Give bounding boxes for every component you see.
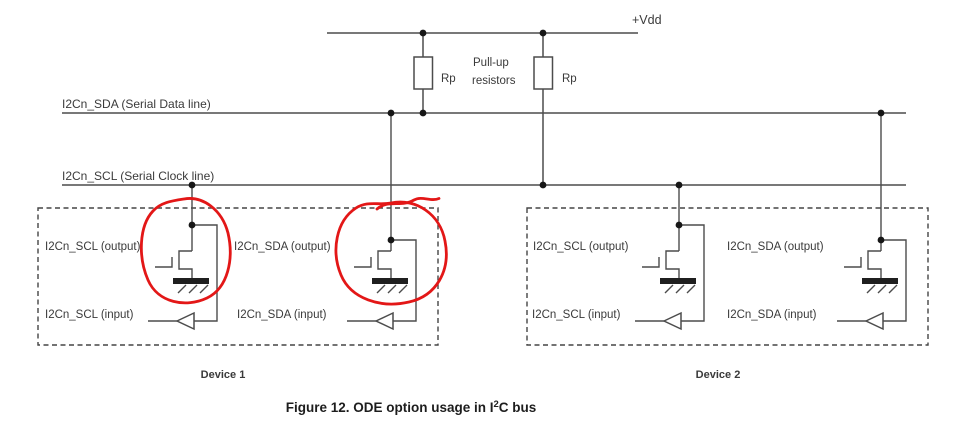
device-2-label: Device 2 bbox=[696, 369, 741, 381]
rp-label-right: Rp bbox=[562, 73, 577, 85]
pullup-caption-line2: resistors bbox=[472, 75, 516, 87]
junction-dots bbox=[188, 29, 885, 244]
junction-dot bbox=[877, 236, 885, 244]
red-annotation-stray-stroke bbox=[375, 196, 441, 211]
junction-dot bbox=[675, 221, 683, 229]
pin-label-sda-output: I2Cn_SDA (output) bbox=[234, 241, 331, 253]
pin-label-scl-input: I2Cn_SCL (input) bbox=[532, 309, 621, 321]
red-circle-annotation-sda-output bbox=[334, 200, 448, 306]
rp-label-left: Rp bbox=[441, 73, 456, 85]
junction-dot bbox=[188, 221, 196, 229]
sda-bus-label: I2Cn_SDA (Serial Data line) bbox=[62, 97, 211, 111]
pullup-caption: Pull-up resistors bbox=[472, 57, 516, 87]
feedback-branch-line bbox=[391, 239, 417, 322]
junction-dot bbox=[539, 181, 547, 189]
scl-bus-group: I2Cn_SCL (Serial Clock line) bbox=[62, 169, 906, 186]
pin-label-sda-output: I2Cn_SDA (output) bbox=[727, 241, 824, 253]
junction-dot bbox=[877, 109, 885, 117]
device-2-sda-output: I2Cn_SDA (output) I2Cn_SDA (input) bbox=[727, 113, 907, 330]
device-1-sda-output: I2Cn_SDA (output) I2Cn_SDA (input) bbox=[234, 113, 417, 330]
pin-label-scl-output: I2Cn_SCL (output) bbox=[45, 241, 141, 253]
pullup-resistor-right: Rp bbox=[533, 33, 577, 185]
input-buffer-icon bbox=[176, 312, 195, 330]
feedback-branch-line bbox=[881, 239, 907, 322]
caption-text-suffix: C bus bbox=[499, 400, 537, 415]
caption-text: Figure 12. ODE option usage in I bbox=[286, 400, 494, 415]
feedback-branch-line bbox=[192, 224, 218, 322]
junction-dot bbox=[675, 181, 683, 189]
pullup-caption-line1: Pull-up bbox=[473, 57, 509, 69]
device-1-box bbox=[37, 207, 439, 346]
device-1-scl-output: I2Cn_SCL (output) I2Cn_SCL (input) bbox=[45, 185, 218, 330]
junction-dot bbox=[188, 181, 196, 189]
resistor-body bbox=[533, 56, 554, 90]
junction-dot bbox=[387, 109, 395, 117]
pin-label-sda-input: I2Cn_SDA (input) bbox=[237, 309, 327, 321]
junction-dot bbox=[387, 236, 395, 244]
input-buffer-icon bbox=[865, 312, 884, 330]
junction-dot bbox=[539, 29, 547, 37]
pin-label-scl-input: I2Cn_SCL (input) bbox=[45, 309, 134, 321]
red-circle-annotation-scl-output bbox=[139, 197, 232, 305]
pin-label-scl-output: I2Cn_SCL (output) bbox=[533, 241, 629, 253]
device-2-box bbox=[526, 207, 929, 346]
device-2-group: I2Cn_SCL (output) I2Cn_SCL (input) I2Cn_… bbox=[526, 113, 929, 381]
junction-dot bbox=[419, 29, 427, 37]
input-buffer-icon bbox=[663, 312, 682, 330]
device-2-scl-output: I2Cn_SCL (output) I2Cn_SCL (input) bbox=[532, 185, 705, 330]
nmos-transistor-icon bbox=[154, 250, 210, 294]
input-buffer-icon bbox=[375, 312, 394, 330]
caption-superscript: 2 bbox=[493, 399, 498, 410]
red-annotations bbox=[139, 196, 448, 306]
sda-bus-group: I2Cn_SDA (Serial Data line) bbox=[62, 97, 906, 114]
nmos-transistor-icon bbox=[641, 250, 697, 294]
nmos-transistor-icon bbox=[843, 250, 899, 294]
device-1-label: Device 1 bbox=[201, 369, 246, 381]
scl-bus-label: I2Cn_SCL (Serial Clock line) bbox=[62, 169, 214, 183]
feedback-branch-line bbox=[679, 224, 705, 322]
junction-dot bbox=[419, 109, 427, 117]
resistor-body bbox=[413, 56, 434, 90]
vdd-rail-group: +Vdd bbox=[327, 13, 662, 34]
pin-label-sda-input: I2Cn_SDA (input) bbox=[727, 309, 817, 321]
vdd-label: +Vdd bbox=[632, 13, 662, 27]
pullup-resistor-left: Rp bbox=[413, 33, 456, 113]
nmos-transistor-icon bbox=[353, 250, 409, 294]
figure-caption: Figure 12. ODE option usage in I2C bus bbox=[286, 399, 537, 415]
device-1-group: I2Cn_SCL (output) I2Cn_SCL (input) I2Cn_… bbox=[37, 113, 439, 381]
